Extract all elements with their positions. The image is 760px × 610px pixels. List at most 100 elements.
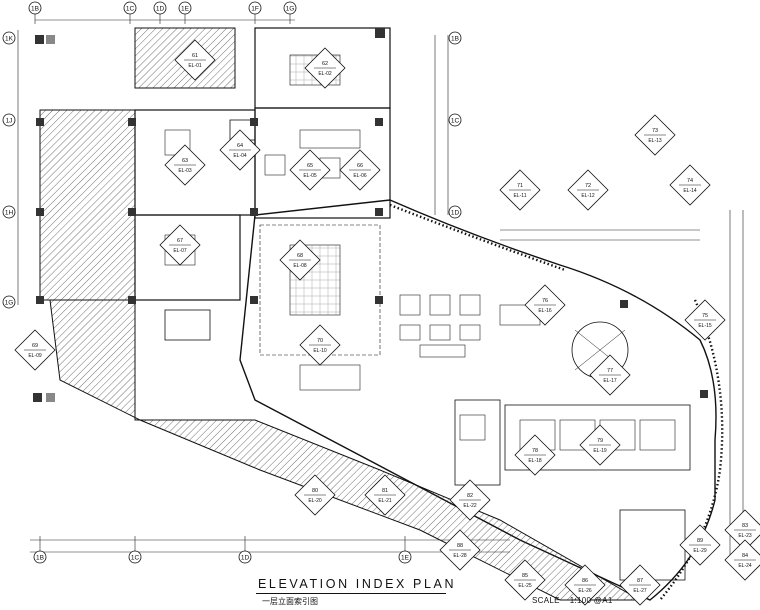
- tag-number: 89: [697, 538, 703, 544]
- svg-text:1C: 1C: [451, 118, 460, 125]
- tag-sheet: EL-05: [303, 173, 317, 179]
- tag-number: 68: [297, 253, 303, 259]
- tag-sheet: EL-11: [514, 193, 527, 199]
- furniture-layout: [164, 129, 676, 451]
- grid-bubble-left-1H: 1H: [2, 205, 16, 219]
- tag-number: 61: [192, 53, 198, 59]
- tag-sheet: EL-16: [538, 308, 552, 314]
- grid-bubble-top-1B: 1B: [28, 1, 42, 15]
- tag-sheet: EL-10: [313, 348, 327, 354]
- grid-bubble-bottom-1E: 1E: [398, 550, 412, 564]
- tag-sheet: EL-12: [581, 193, 595, 199]
- tag-number: 71: [517, 183, 523, 189]
- svg-text:1B: 1B: [31, 6, 39, 13]
- grid-bubble-bottom-1D: 1D: [238, 550, 252, 564]
- tag-number: 80: [312, 488, 318, 494]
- tag-sheet: EL-08: [293, 263, 307, 269]
- tag-number: 88: [457, 543, 463, 549]
- tag-number: 86: [582, 578, 588, 584]
- tag-number: 63: [182, 158, 188, 164]
- tag-sheet: EL-06: [353, 173, 367, 179]
- tag-sheet: EL-25: [518, 583, 532, 589]
- tag-number: 74: [687, 178, 693, 184]
- drawing-title: ELEVATION INDEX PLAN: [258, 577, 457, 591]
- svg-text:1B: 1B: [451, 36, 459, 43]
- tag-sheet: EL-27: [633, 588, 647, 594]
- drawing-subtitle: 一层立面索引图: [262, 597, 318, 606]
- tag-sheet: EL-23: [738, 533, 752, 539]
- tag-number: 84: [742, 553, 748, 559]
- building-outline: [39, 27, 724, 601]
- tag-number: 77: [607, 368, 613, 374]
- grid-bubble-right-1B: 1B: [448, 31, 462, 45]
- tag-sheet: EL-03: [178, 168, 192, 174]
- grid-bubble-top-1D: 1D: [153, 1, 167, 15]
- tag-number: 62: [322, 61, 328, 67]
- grid-bubble-bottom-1C: 1C: [128, 550, 142, 564]
- svg-text:1F: 1F: [251, 6, 259, 13]
- grid-bubble-left-1J: 1J: [2, 113, 16, 127]
- tag-number: 70: [317, 338, 323, 344]
- tag-sheet: EL-28: [453, 553, 467, 559]
- svg-text:1D: 1D: [241, 555, 250, 562]
- grid-bubble-top-1G: 1G: [283, 1, 297, 15]
- grid-bubble-right-1C: 1C: [448, 113, 462, 127]
- tag-sheet: EL-15: [698, 323, 712, 329]
- tag-sheet: EL-18: [528, 458, 542, 464]
- tag-sheet: EL-13: [648, 138, 662, 144]
- tag-sheet: EL-19: [593, 448, 607, 454]
- tag-sheet: EL-29: [693, 548, 707, 554]
- tag-number: 76: [542, 298, 548, 304]
- tag-number: 67: [177, 238, 183, 244]
- tag-number: 69: [32, 343, 38, 349]
- tag-number: 78: [532, 448, 538, 454]
- structural-columns: [33, 28, 708, 402]
- grid-bubble-right-1D: 1D: [448, 205, 462, 219]
- svg-text:1D: 1D: [451, 210, 460, 217]
- svg-text:1J: 1J: [6, 118, 13, 125]
- tag-number: 81: [382, 488, 388, 494]
- grid-dimension-lines: [17, 10, 744, 560]
- grid-bubble-top-1C: 1C: [123, 1, 137, 15]
- svg-text:1E: 1E: [181, 6, 190, 13]
- tag-number: 82: [467, 493, 473, 499]
- svg-text:1G: 1G: [5, 300, 14, 307]
- grid-bubble-top-1E: 1E: [178, 1, 192, 15]
- tag-sheet: EL-21: [378, 498, 392, 504]
- tag-sheet: EL-07: [173, 248, 187, 254]
- tag-sheet: EL-24: [738, 563, 752, 569]
- tag-number: 65: [307, 163, 313, 169]
- tag-sheet: EL-17: [603, 378, 617, 384]
- grid-bubble-left-1G: 1G: [2, 295, 16, 309]
- svg-text:1K: 1K: [5, 36, 14, 43]
- tag-number: 66: [357, 163, 363, 169]
- tag-sheet: EL-14: [683, 188, 697, 194]
- grid-bubble-top-1F: 1F: [248, 1, 262, 15]
